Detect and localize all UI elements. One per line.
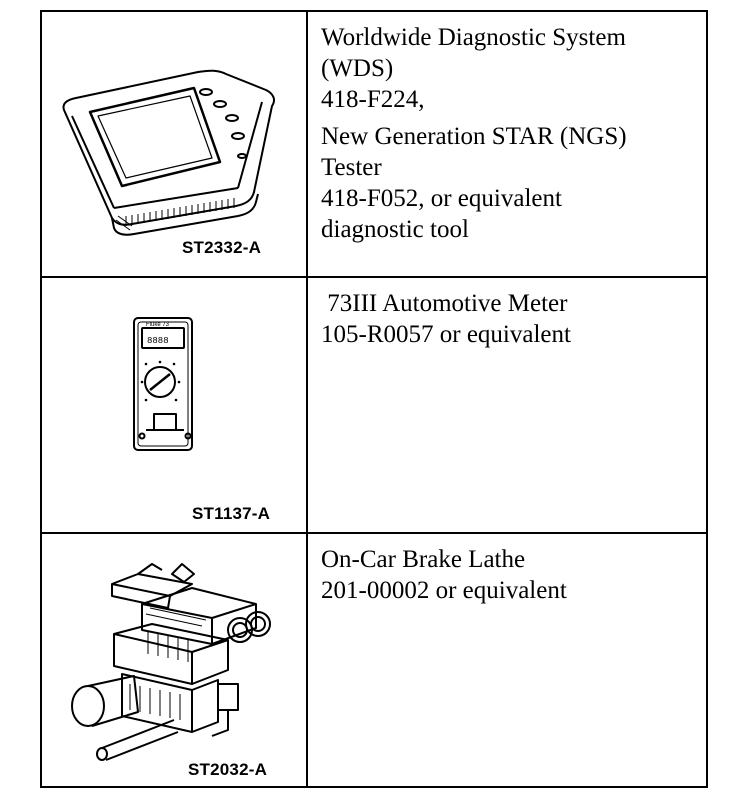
tool-description-line: 73III Automotive Meter [321, 290, 568, 317]
special-tools-table: ST2332-A Worldwide Diagnostic System (WD… [40, 10, 708, 788]
tool-description: 73III Automotive Meter 105-R0057 or equi… [321, 288, 698, 350]
table-row: ST2332-A Worldwide Diagnostic System (WD… [42, 12, 706, 278]
tool-description-line: 105-R0057 or equivalent [321, 321, 571, 348]
tool-description-line: 201-00002 or equivalent [321, 577, 567, 604]
image-cell: Fluke 73 8888 ST1137-A [42, 278, 308, 532]
table-row: Fluke 73 8888 ST1137-A 73III Automotive … [42, 278, 706, 534]
tool-description-line: On-Car Brake Lathe [321, 546, 526, 573]
diagnostic-tester-icon [62, 69, 275, 236]
tool-description-line: Worldwide Diagnostic System [321, 24, 626, 51]
table-row: ST2032-A On-Car Brake Lathe 201-00002 or… [42, 534, 706, 786]
brake-lathe-icon [71, 563, 271, 761]
tool-description-line: New Generation STAR (NGS) [321, 123, 627, 150]
svg-text:8888: 8888 [147, 336, 169, 346]
image-cell: ST2332-A [42, 12, 308, 276]
figure-reference: ST1137-A [192, 504, 271, 523]
multimeter-icon: Fluke 73 8888 [133, 317, 193, 451]
image-cell: ST2032-A [42, 534, 308, 786]
tool-description-line: 418-F224, [321, 86, 425, 113]
svg-text:Fluke 73: Fluke 73 [146, 322, 170, 328]
tool-description-line: (WDS) [321, 55, 394, 82]
tool-description-line: diagnostic tool [321, 216, 469, 243]
figure-reference: ST2032-A [188, 760, 268, 779]
tool-description: On-Car Brake Lathe 201-00002 or equivale… [321, 544, 698, 606]
tool-description-line: 418-F052, or equivalent [321, 185, 562, 212]
tool-description-line: Tester [321, 154, 382, 181]
tool-description: Worldwide Diagnostic System (WDS) 418-F2… [321, 22, 698, 245]
figure-reference: ST2332-A [182, 238, 262, 257]
